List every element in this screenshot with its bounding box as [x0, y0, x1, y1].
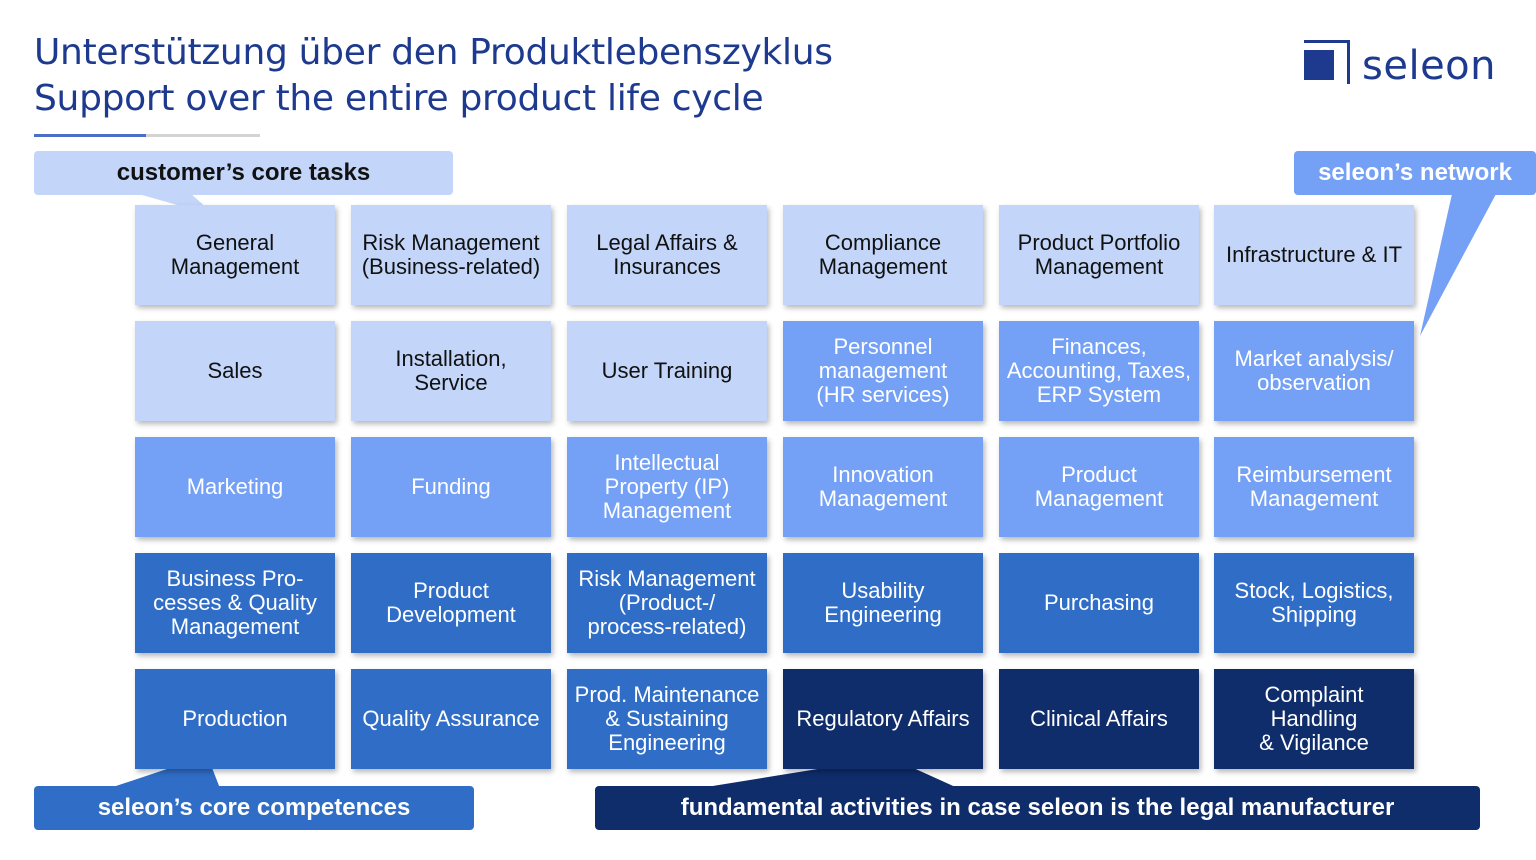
- activity-cell-label: Reimbursement Management: [1236, 462, 1392, 511]
- activity-cell-label: Clinical Affairs: [1030, 706, 1168, 731]
- activity-cell: Regulatory Affairs: [783, 669, 983, 769]
- activity-cell: Prod. Maintenance & Sustaining Engineeri…: [567, 669, 767, 769]
- activity-cell: Product Management: [999, 437, 1199, 537]
- activity-cell-label: Market analysis/ observation: [1234, 346, 1394, 395]
- activity-cell-label: Usability Engineering: [824, 578, 942, 627]
- activity-cell: Risk Management (Product-/ process-relat…: [567, 553, 767, 653]
- activity-cell: Compliance Management: [783, 205, 983, 305]
- activity-cell: Purchasing: [999, 553, 1199, 653]
- title-line-german: Unterstützung über den Produktlebenszykl…: [34, 32, 833, 73]
- activity-cell: Funding: [351, 437, 551, 537]
- legal-manufacturer-activities-label: fundamental activities in case seleon is…: [595, 786, 1480, 830]
- activity-cell: Production: [135, 669, 335, 769]
- title-underline-accent: [34, 134, 146, 137]
- customer-core-tasks-label: customer’s core tasks: [34, 151, 453, 195]
- activity-cell: Product Portfolio Management: [999, 205, 1199, 305]
- activity-cell-label: Sales: [207, 358, 263, 383]
- activity-cell-label: Production: [182, 706, 288, 731]
- activity-cell: Business Pro- cesses & Quality Managemen…: [135, 553, 335, 653]
- activity-cell: Market analysis/ observation: [1214, 321, 1414, 421]
- logo-frame-right: [1347, 40, 1350, 84]
- activity-cell: Product Development: [351, 553, 551, 653]
- activity-cell: Reimbursement Management: [1214, 437, 1414, 537]
- logo-frame-top: [1304, 40, 1350, 43]
- activity-cell-label: Funding: [411, 474, 491, 499]
- activity-cell-label: Innovation Management: [818, 462, 948, 511]
- activity-cell-label: Prod. Maintenance & Sustaining Engineeri…: [574, 682, 760, 755]
- title-line-english: Support over the entire product life cyc…: [34, 78, 764, 119]
- activity-cell-label: Compliance Management: [818, 230, 948, 279]
- activity-cell: Clinical Affairs: [999, 669, 1199, 769]
- seleon-core-competences-label: seleon’s core competences: [34, 786, 474, 830]
- activity-cell-label: Product Portfolio Management: [1017, 230, 1181, 279]
- activity-cell-label: Regulatory Affairs: [796, 706, 970, 731]
- activity-cell: General Management: [135, 205, 335, 305]
- activity-cell: Infrastructure & IT: [1214, 205, 1414, 305]
- activity-cell-label: Stock, Logistics, Shipping: [1234, 578, 1394, 627]
- activity-cell: Innovation Management: [783, 437, 983, 537]
- activity-cell-label: Purchasing: [1043, 590, 1155, 615]
- activity-cell: Installation, Service: [351, 321, 551, 421]
- activity-cell: Finances, Accounting, Taxes, ERP System: [999, 321, 1199, 421]
- seleon-logo: seleon: [1304, 38, 1504, 90]
- activity-cell: Usability Engineering: [783, 553, 983, 653]
- activity-cell: Sales: [135, 321, 335, 421]
- activity-cell: Risk Management (Business-related): [351, 205, 551, 305]
- activity-cell-label: Business Pro- cesses & Quality Managemen…: [153, 566, 317, 639]
- activity-cell-label: Risk Management (Product-/ process-relat…: [578, 566, 756, 639]
- activity-cell-label: Finances, Accounting, Taxes, ERP System: [1006, 334, 1192, 407]
- network-callout-tail: [1420, 194, 1496, 336]
- activity-cell-label: Product Management: [1034, 462, 1164, 511]
- activity-cell-label: General Management: [170, 230, 300, 279]
- activity-cell: Marketing: [135, 437, 335, 537]
- activity-cell-label: Product Development: [386, 578, 516, 627]
- seleon-network-label: seleon’s network: [1294, 151, 1536, 195]
- activity-cell: Intellectual Property (IP) Management: [567, 437, 767, 537]
- title-underline: [34, 134, 260, 137]
- activity-cell: Complaint Handling & Vigilance: [1214, 669, 1414, 769]
- page-title: Unterstützung über den Produktlebenszykl…: [34, 30, 833, 122]
- logo-square-icon: [1304, 50, 1334, 80]
- activity-cell-label: Risk Management (Business-related): [361, 230, 541, 279]
- activity-cell: Stock, Logistics, Shipping: [1214, 553, 1414, 653]
- activity-cell-label: Complaint Handling & Vigilance: [1259, 682, 1369, 755]
- activity-cell-label: Intellectual Property (IP) Management: [602, 450, 732, 523]
- activity-cell-label: Marketing: [186, 474, 284, 499]
- activity-cell: Personnel management (HR services): [783, 321, 983, 421]
- logo-wordmark: seleon: [1362, 43, 1496, 89]
- activity-cell: Quality Assurance: [351, 669, 551, 769]
- activity-cell-label: Infrastructure & IT: [1225, 242, 1403, 267]
- activity-cell: Legal Affairs & Insurances: [567, 205, 767, 305]
- activity-cell: User Training: [567, 321, 767, 421]
- activity-cell-label: Legal Affairs & Insurances: [596, 230, 738, 279]
- activity-cell-label: Quality Assurance: [362, 706, 540, 731]
- activity-cell-label: Personnel management (HR services): [816, 334, 950, 407]
- activity-cell-label: Installation, Service: [395, 346, 507, 395]
- activity-cell-label: User Training: [601, 358, 733, 383]
